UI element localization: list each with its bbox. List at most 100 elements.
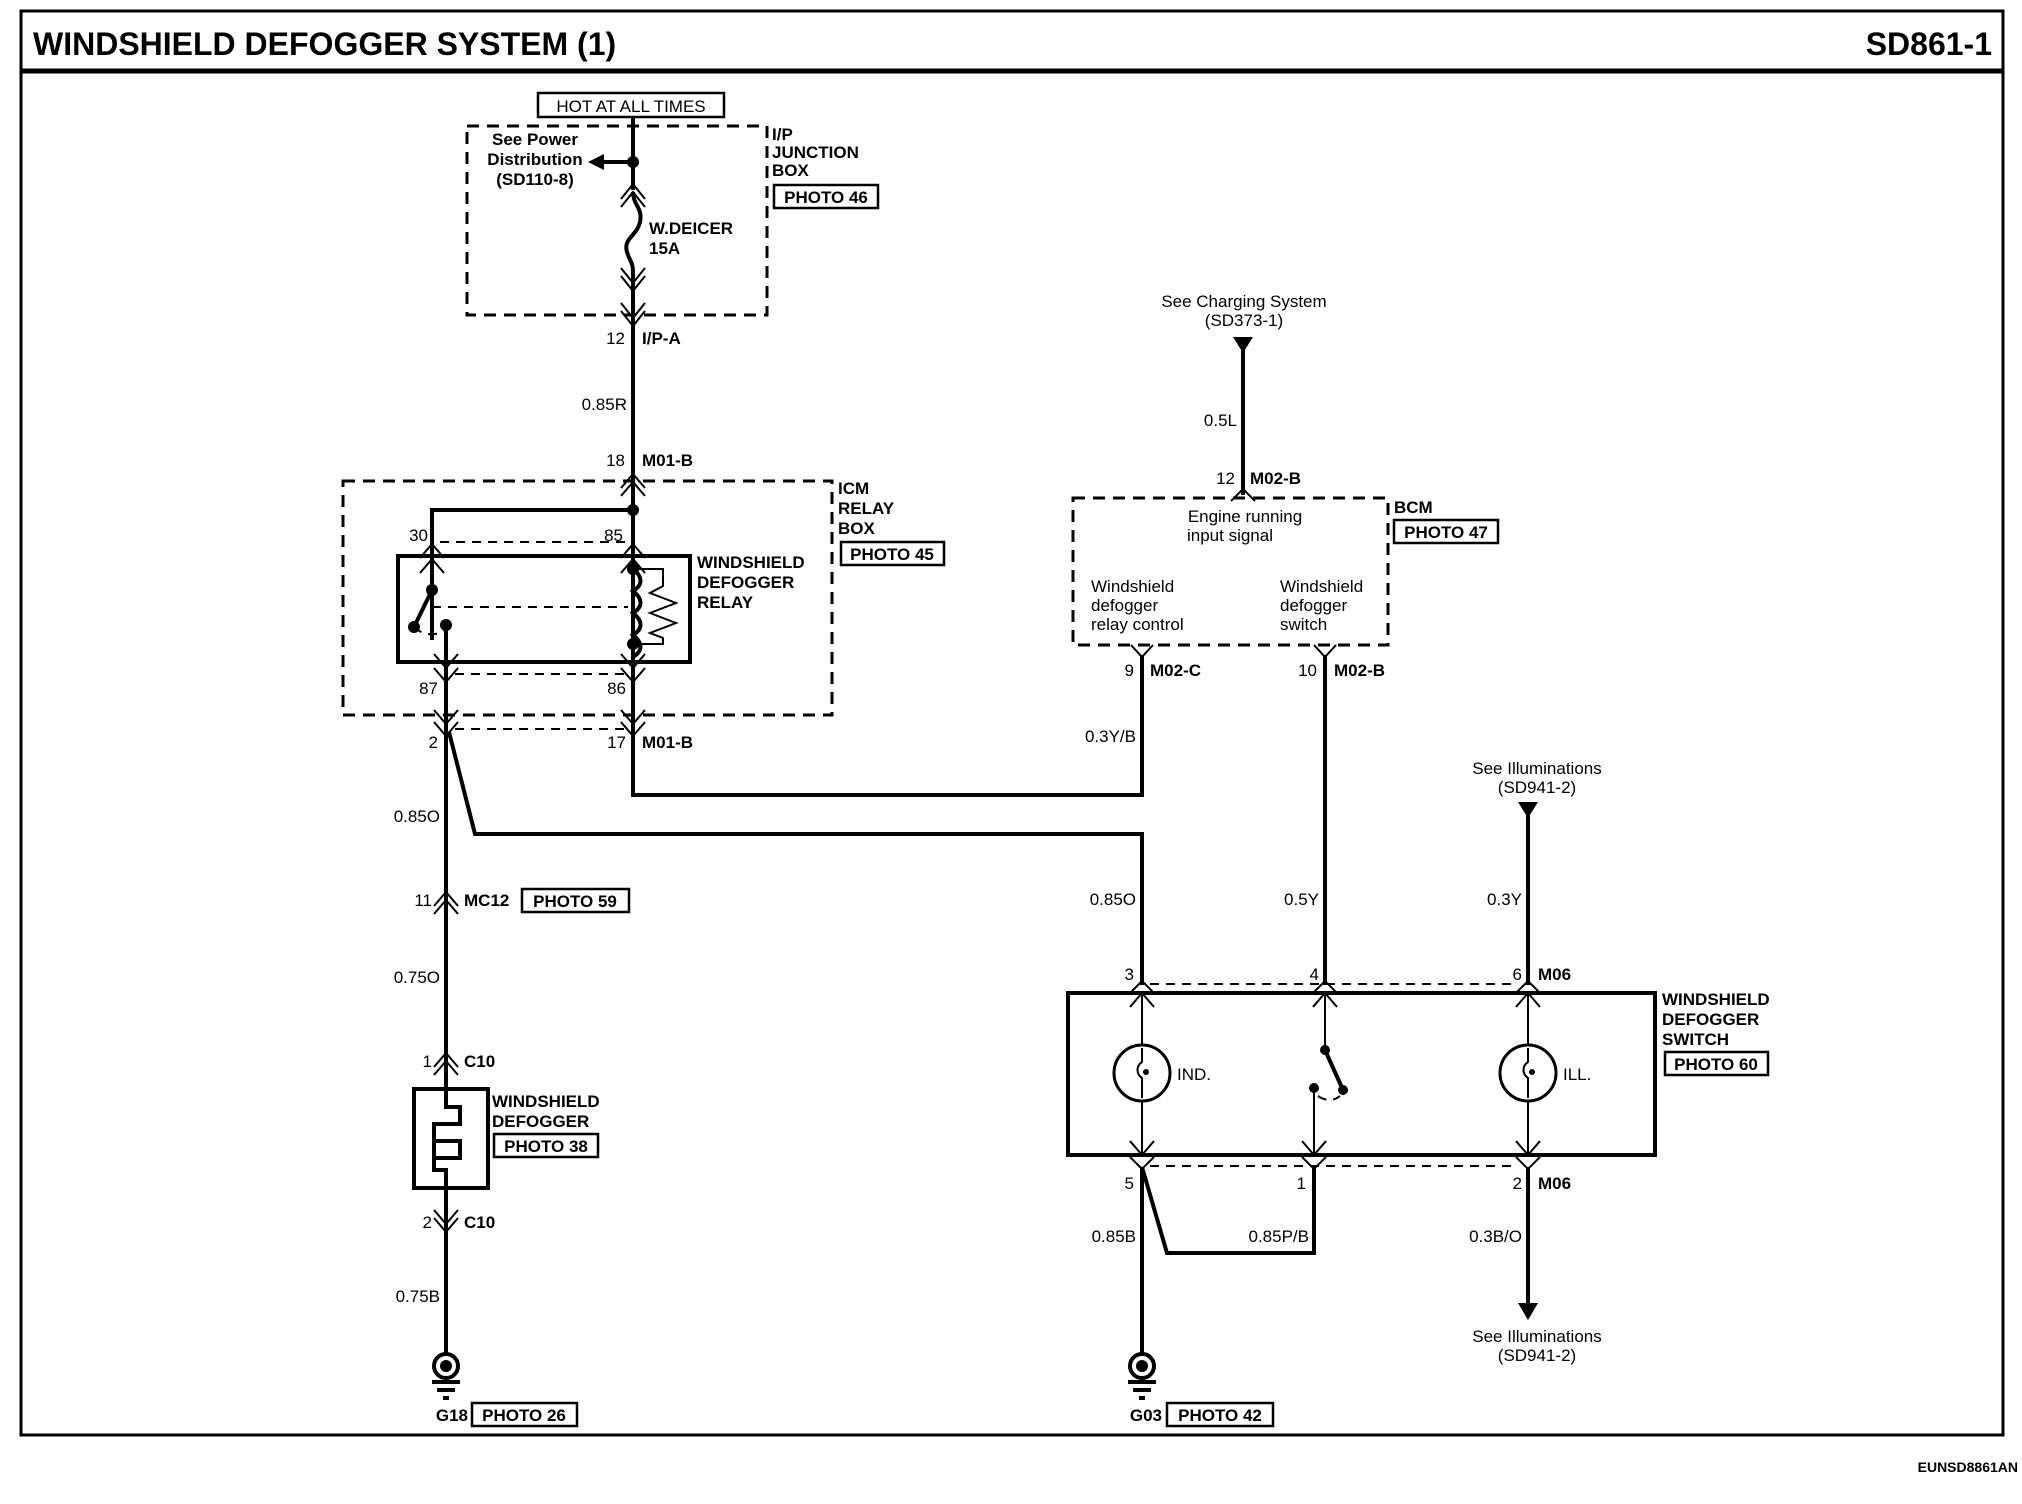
ground-g03-icon <box>1128 1352 1156 1400</box>
switch-pin-5: 5 <box>1125 1174 1134 1193</box>
photo-45-badge <box>839 540 946 567</box>
wire-label-0-85o-switch: 0.85O <box>1090 890 1136 909</box>
hot-at-all-times-label: HOT AT ALL TIMES <box>556 97 705 116</box>
photo-59-badge <box>520 887 631 914</box>
pin-87: 87 <box>419 679 438 698</box>
image-code: EUNSD8861AN <box>1918 1459 2018 1475</box>
switch-outline <box>1066 991 1657 1157</box>
bcm: Engine running input signal Windshield d… <box>1071 496 1500 647</box>
bcm-switch-line2: defogger <box>1280 596 1347 615</box>
see-power-line2: Distribution <box>487 150 582 169</box>
photo-45-label: PHOTO 45 <box>850 545 934 564</box>
windshield-defogger: WINDSHIELD DEFOGGER PHOTO 38 <box>412 1087 600 1190</box>
ground-g18-label: G18 <box>436 1406 468 1425</box>
defogger-top-connector: C10 <box>464 1052 495 1071</box>
ground-g18-icon <box>432 1352 460 1400</box>
page-code: SD861-1 <box>1866 26 1992 62</box>
wire-label-0-85o-left: 0.85O <box>394 807 440 826</box>
see-illum-bottom-line2: (SD941-2) <box>1498 1346 1576 1365</box>
ill-label: ILL. <box>1563 1065 1591 1084</box>
see-illum-bottom-line1: See Illuminations <box>1472 1327 1601 1346</box>
ind-label: IND. <box>1177 1065 1211 1084</box>
photo-42-badge <box>1165 1401 1275 1428</box>
bcm-switch-line1: Windshield <box>1280 577 1363 596</box>
see-charging-line2: (SD373-1) <box>1205 311 1283 330</box>
defogger-name-line1: WINDSHIELD <box>492 1092 600 1111</box>
bcm-pin-10-connector: M02-B <box>1334 661 1385 680</box>
switch-pin-4: 4 <box>1310 965 1319 984</box>
relay-name-line2: DEFOGGER <box>697 573 794 592</box>
relay-name-line3: RELAY <box>697 593 754 612</box>
wire-label-0-3y: 0.3Y <box>1487 890 1522 909</box>
mc12-pin: 11 <box>414 891 432 910</box>
photo-38-label: PHOTO 38 <box>504 1137 588 1156</box>
switch-top-connector: M06 <box>1538 965 1571 984</box>
wire-label-0-85p-b: 0.85P/B <box>1249 1227 1310 1246</box>
ip-jb-name-line2: JUNCTION <box>772 143 859 162</box>
icm-relay-box-outline <box>341 479 834 717</box>
fuse-icon <box>624 191 643 273</box>
defogger-relay <box>396 554 692 664</box>
switch-contact-icon <box>1323 1049 1345 1091</box>
ip-a-pin: 12 <box>606 329 625 348</box>
mc12-connector: MC12 <box>464 891 509 910</box>
wire-label-0-3y-b: 0.3Y/B <box>1085 727 1136 746</box>
bcm-outline <box>1071 496 1390 647</box>
photo-47-badge <box>1392 518 1500 545</box>
see-illum-top-line1: See Illuminations <box>1472 759 1601 778</box>
bcm-pin-10: 10 <box>1298 661 1317 680</box>
switch-pin-1: 1 <box>1297 1174 1306 1193</box>
photo-26-label: PHOTO 26 <box>482 1406 566 1425</box>
photo-46-label: PHOTO 46 <box>784 188 868 207</box>
switch-name-line3: SWITCH <box>1662 1030 1729 1049</box>
wire-label-0-85b: 0.85B <box>1092 1227 1136 1246</box>
pin-30: 30 <box>409 526 428 545</box>
bcm-relay-ctrl-line2: defogger <box>1091 596 1158 615</box>
switch-pin-2: 2 <box>1513 1174 1522 1193</box>
relay-top-pin: 18 <box>606 451 625 470</box>
bcm-switch-line3: switch <box>1280 615 1327 634</box>
wire-label-0-5y: 0.5Y <box>1284 890 1319 909</box>
defogger-top-pin: 1 <box>423 1052 432 1071</box>
see-charging-line1: See Charging System <box>1161 292 1326 311</box>
bcm-input-pin: 12 <box>1216 469 1235 488</box>
bcm-pin-9-connector: M02-C <box>1150 661 1201 680</box>
photo-60-badge <box>1663 1050 1770 1077</box>
switch-pin-6: 6 <box>1513 965 1522 984</box>
switch-pin-3: 3 <box>1125 965 1134 984</box>
bcm-engine-line1: Engine running <box>1188 507 1302 526</box>
ip-jb-name-line3: BOX <box>772 161 810 180</box>
ip-junction-box: HOT AT ALL TIMES See Power Distribution … <box>465 91 880 348</box>
arrow-down-icon <box>1518 1303 1538 1320</box>
pin-85: 85 <box>604 526 623 545</box>
wire-label-0-3b-o: 0.3B/O <box>1469 1227 1522 1246</box>
illumination-lamp-icon <box>1498 1043 1558 1103</box>
icm-name-line2: RELAY <box>838 499 895 518</box>
wire-label-0-85r: 0.85R <box>582 395 627 414</box>
relay-out-connector: M01-B <box>642 733 693 752</box>
wire-label-0-75b: 0.75B <box>396 1287 440 1306</box>
ground-g03-label: G03 <box>1130 1406 1162 1425</box>
arrow-left-icon <box>588 154 604 170</box>
photo-59-label: PHOTO 59 <box>533 892 617 911</box>
photo-60-label: PHOTO 60 <box>1674 1055 1758 1074</box>
defogger-name-line2: DEFOGGER <box>492 1112 589 1131</box>
defogger-bottom-connector: C10 <box>464 1213 495 1232</box>
fuse-rating: 15A <box>649 239 680 258</box>
ip-a-connector: I/P-A <box>642 329 681 348</box>
relay-coil-icon <box>629 567 643 659</box>
icm-name-line1: ICM <box>838 479 869 498</box>
relay-out-pin-17: 17 <box>607 733 626 752</box>
relay-contact-icon <box>412 589 434 628</box>
bcm-name: BCM <box>1394 498 1433 517</box>
see-power-line3: (SD110-8) <box>496 170 573 189</box>
photo-42-label: PHOTO 42 <box>1178 1406 1262 1425</box>
switch-bottom-connector: M06 <box>1538 1174 1571 1193</box>
heater-grid-icon <box>432 1089 462 1160</box>
bcm-input-connector: M02-B <box>1250 469 1301 488</box>
bcm-pin-9: 9 <box>1125 661 1134 680</box>
icm-relay-box: 18 M01-B 30 85 87 86 WINDS <box>341 451 946 752</box>
switch-name-line1: WINDSHIELD <box>1662 990 1770 1009</box>
bcm-relay-ctrl-line1: Windshield <box>1091 577 1174 596</box>
